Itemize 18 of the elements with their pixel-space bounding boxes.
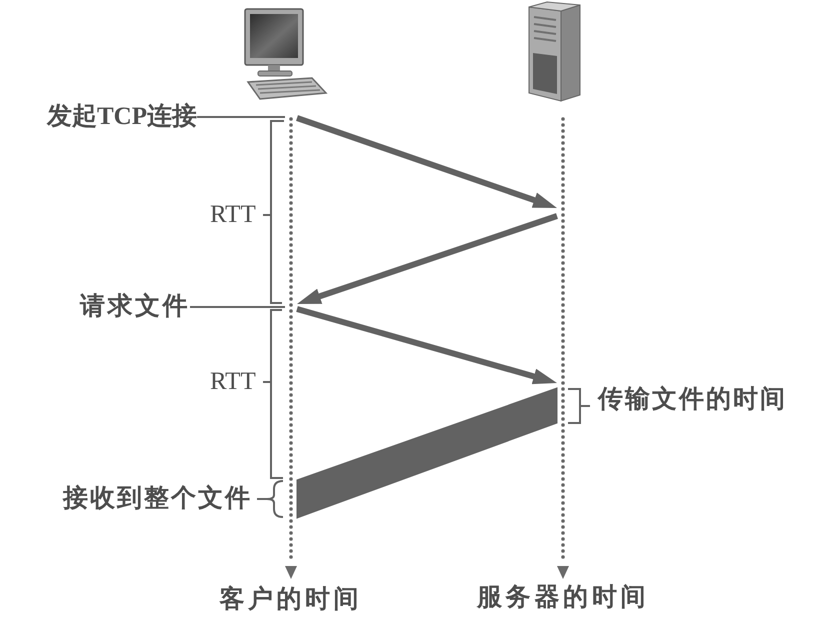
message-arrow <box>296 306 557 384</box>
leader-line <box>197 116 285 118</box>
interval-label: RTT <box>210 367 256 397</box>
time-axis-label: 服务器的时间 <box>477 583 650 613</box>
file-transfer-band <box>296 387 558 519</box>
message-arrow <box>297 213 558 304</box>
server-tower-picture <box>527 1 583 103</box>
leader-line <box>190 306 285 308</box>
dotted-timeline <box>557 116 569 579</box>
event-label: 发起TCP连接 <box>47 102 197 132</box>
time-axis-label: 客户的时间 <box>220 585 362 615</box>
interval-label: RTT <box>210 200 256 230</box>
duration-label: 传输文件的时间 <box>598 385 787 415</box>
event-label: 接收到整个文件 <box>63 484 252 514</box>
dotted-timeline <box>285 116 297 579</box>
event-label: 请求文件 <box>80 292 190 322</box>
message-arrow <box>296 115 557 208</box>
desktop-computer-picture <box>242 7 328 101</box>
